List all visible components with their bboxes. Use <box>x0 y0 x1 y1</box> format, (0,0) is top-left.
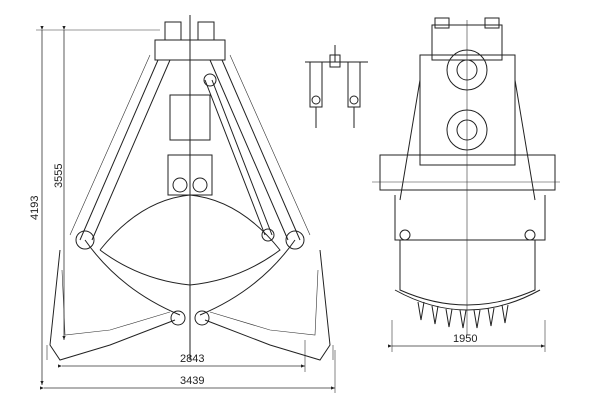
dimension-side-width: 1950 <box>388 320 546 352</box>
detail-view <box>305 45 368 128</box>
dimension-label-2843: 2843 <box>180 353 204 365</box>
dimension-overall-height: 4193 <box>29 26 160 385</box>
dimension-label-4193: 4193 <box>29 196 41 220</box>
dimension-label-3439: 3439 <box>180 375 204 387</box>
dimension-label-3555: 3555 <box>53 164 65 188</box>
dimension-label-1950: 1950 <box>453 333 477 345</box>
grab-side-view <box>372 17 560 335</box>
bucket-teeth <box>417 301 509 329</box>
dimension-open-width: 3439 <box>40 350 336 393</box>
grab-front-view <box>46 15 334 361</box>
dimension-arm-height: 3555 <box>53 26 66 340</box>
